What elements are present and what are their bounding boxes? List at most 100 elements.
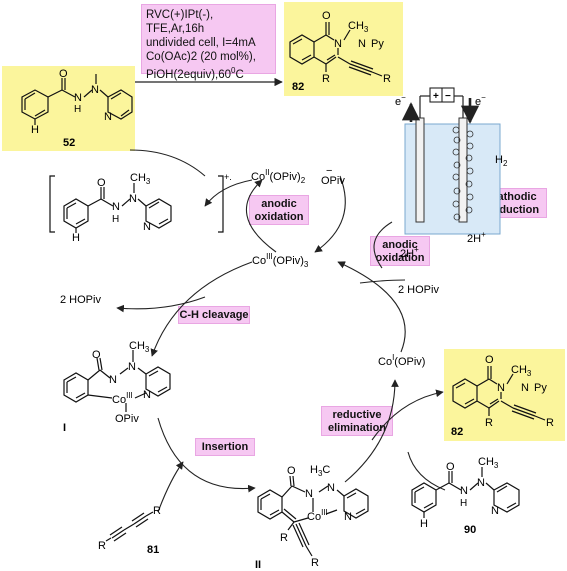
intermediate-II-structure	[257, 475, 369, 557]
arc-hopiv-right	[359, 279, 406, 284]
arc-co3-to-co2	[245, 179, 277, 253]
90-N1: N	[460, 485, 468, 497]
radical-cation-charge: +.	[224, 172, 232, 182]
arc-hopiv-left	[116, 296, 206, 313]
I-O: O	[92, 349, 101, 361]
co-I-species: CoI(OPiv)	[378, 353, 425, 368]
c82t-N1: N	[334, 38, 342, 50]
90-N2: N	[477, 477, 485, 489]
opiv-anion-charge: −	[326, 165, 332, 177]
cell-minus-sign: −	[445, 91, 451, 102]
compound-82-right-structure	[452, 366, 546, 421]
II-N2: N	[327, 482, 335, 494]
compound-82-top-highlight	[284, 2, 403, 96]
compound-82-right-highlight	[444, 349, 565, 441]
90-N-py: N	[491, 505, 499, 517]
co-II-species: CoII(OPiv)2	[251, 168, 306, 185]
hopiv-right: 2 HOPiv	[398, 284, 439, 296]
arc-II-to-co1	[344, 379, 399, 483]
arc-I-to-II	[157, 417, 256, 493]
c82r-CH3: CH3	[511, 364, 532, 378]
c82r-N1: N	[497, 382, 505, 394]
90-H-NH: H	[460, 498, 467, 509]
c82r-N2: N	[521, 382, 529, 394]
opiv-anion: OPiv	[321, 175, 345, 187]
II-Co: CoIII	[307, 508, 328, 523]
rc-O: O	[97, 177, 106, 189]
II-H3C: H3C	[310, 464, 330, 478]
81-R2: R	[153, 505, 161, 517]
rc-H-arom: H	[72, 232, 80, 244]
c82t-R2: R	[383, 73, 391, 85]
II-N-py: N	[344, 511, 352, 523]
ch-cleavage-label: C-H cleavage	[178, 306, 250, 324]
hopiv-left: 2 HOPiv	[60, 294, 101, 306]
two-protons-a: 2H+	[400, 245, 419, 260]
I-N-py: N	[143, 389, 151, 401]
reaction-conditions-box: RVC(+)IPt(-), TFE,Ar,16h undivided cell,…	[141, 4, 276, 81]
arc-co2-to-radical	[204, 179, 253, 207]
c82t-N2: N	[358, 38, 366, 50]
c82r-Py: Py	[534, 382, 547, 394]
electron-right: e−	[475, 93, 486, 108]
rc-CH3: CH3	[130, 172, 151, 186]
c82t-Py: Py	[371, 38, 384, 50]
label-I: I	[63, 422, 66, 434]
intermediate-I-structure	[63, 350, 171, 412]
label-82-right: 82	[451, 426, 463, 438]
condition-line-2: undivided cell, I=4mA	[146, 37, 256, 49]
arc-anodic-2	[373, 221, 393, 269]
c52-H-NH: H	[74, 104, 81, 115]
81-R1: R	[98, 540, 106, 552]
c52-N1: N	[74, 92, 82, 104]
90-O: O	[446, 461, 455, 473]
c82t-O: O	[322, 10, 331, 22]
condition-line-4: PiOH(2equiv),600C	[146, 66, 244, 81]
diyne-81-structure	[105, 511, 154, 542]
label-82-top: 82	[292, 81, 304, 93]
compound-90-structure	[411, 467, 520, 518]
c52-O: O	[59, 68, 68, 80]
two-protons-b: 2H+	[467, 230, 486, 245]
rc-N2: N	[129, 193, 137, 205]
cell-plus-sign: +	[433, 91, 439, 102]
c82r-R2: R	[546, 417, 554, 429]
90-H-arom: H	[420, 518, 428, 530]
label-52: 52	[63, 137, 75, 149]
II-R2: R	[311, 557, 319, 569]
compound-52-structure	[21, 74, 133, 125]
electrochemical-cell	[401, 87, 501, 235]
I-N2: N	[128, 361, 136, 373]
label-81: 81	[147, 544, 159, 556]
arc-co3-to-I	[150, 261, 253, 357]
II-R1: R	[280, 532, 288, 544]
label-90: 90	[464, 524, 476, 536]
c82t-R1: R	[322, 73, 330, 85]
c82t-CH3: CH3	[348, 20, 369, 34]
I-OPiv: OPiv	[115, 413, 139, 425]
co-III-species: CoIII(OPiv)3	[252, 252, 309, 269]
condition-line-1: RVC(+)IPt(-), TFE,Ar,16h	[146, 9, 214, 35]
electron-left: e−	[395, 93, 406, 108]
arc-co1-to-82	[371, 389, 444, 441]
condition-line-3: Co(OAc)2 (20 mol%),	[146, 51, 256, 63]
h2-gas: H2	[495, 154, 508, 168]
I-CH3: CH3	[129, 340, 150, 354]
label-II: II	[255, 559, 261, 571]
radical-cation-structure	[49, 175, 224, 233]
insertion-label: Insertion	[195, 438, 255, 456]
II-O: O	[287, 465, 296, 477]
compound-52-highlight	[2, 66, 135, 151]
rc-N-py: N	[143, 221, 151, 233]
I-N1: N	[109, 374, 117, 386]
arc-52-to-radical	[129, 149, 206, 177]
c52-H-arom: H	[31, 124, 39, 136]
arc-81-in	[157, 461, 184, 513]
90-CH3: CH3	[478, 456, 499, 470]
c52-N2: N	[91, 84, 99, 96]
rc-H-NH: H	[112, 214, 119, 225]
